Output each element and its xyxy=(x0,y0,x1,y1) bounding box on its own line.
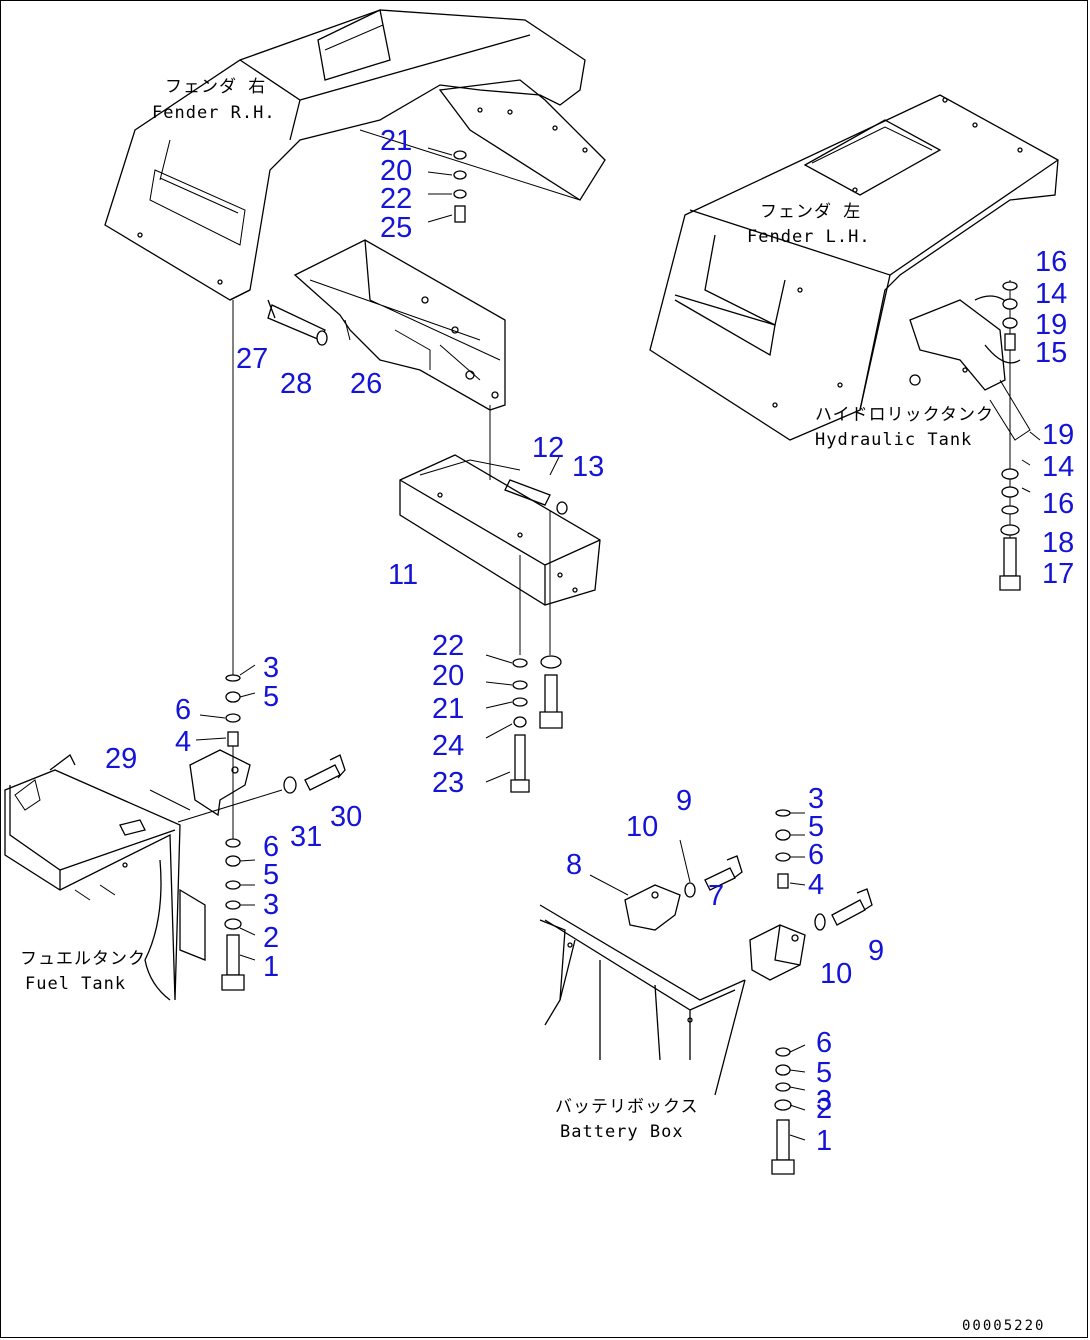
callout-6-battery-upper: 6 xyxy=(808,839,824,871)
callout-16-upper: 16 xyxy=(1035,246,1067,278)
callout-22-upper: 22 xyxy=(380,183,412,215)
callout-23: 23 xyxy=(432,767,464,799)
callout-3-battery-upper: 3 xyxy=(808,783,824,815)
callout-30: 30 xyxy=(330,801,362,833)
callout-3-fuel-upper: 3 xyxy=(263,652,279,684)
bracket-26 xyxy=(293,239,506,411)
callout-21-upper: 21 xyxy=(380,125,412,157)
fender-rh-label-en: Fender R.H. xyxy=(152,103,276,123)
callout-15: 15 xyxy=(1035,337,1067,369)
callout-9-lower: 9 xyxy=(868,935,884,967)
bracket-8-bolt-9 xyxy=(624,855,743,931)
callout-20-upper: 20 xyxy=(380,155,412,187)
callout-5-battery-upper: 5 xyxy=(808,811,824,843)
fender-lh-label-en: Fender L.H. xyxy=(747,227,871,247)
fastener-stack-hydraulic xyxy=(999,281,1041,591)
hydraulic-tank-label-jp: ハイドロリックタンク xyxy=(815,405,994,425)
callout-19-upper: 19 xyxy=(1035,309,1067,341)
callout-2-fuel: 2 xyxy=(263,922,279,954)
fastener-stack-fuel xyxy=(221,674,245,991)
callout-3-battery-lower: 3 xyxy=(816,1085,832,1117)
battery-box-label-jp: バッテリボックス xyxy=(555,1097,699,1117)
fender-lh-label-jp: フェンダ 左 xyxy=(760,202,861,222)
callout-18: 18 xyxy=(1042,527,1074,559)
callout-10-lower: 10 xyxy=(820,958,852,990)
fuel-tank-label-jp: フュエルタンク xyxy=(20,949,146,969)
callout-6-fuel-lower: 6 xyxy=(263,831,279,863)
callout-20-beam: 20 xyxy=(432,660,464,692)
callout-17: 17 xyxy=(1042,558,1074,590)
fuel-tank-assembly xyxy=(4,754,206,1001)
callout-19-lower: 19 xyxy=(1042,419,1074,451)
callout-12: 12 xyxy=(532,432,564,464)
fastener-stack-battery xyxy=(771,809,795,1175)
callout-2-battery: 2 xyxy=(816,1093,832,1125)
battery-box-label-en: Battery Box xyxy=(560,1122,684,1142)
callout-3-fuel-lower: 3 xyxy=(263,889,279,921)
callout-31: 31 xyxy=(290,821,322,853)
bolt-27-washer-28 xyxy=(232,299,328,675)
callout-10-upper: 10 xyxy=(626,811,658,843)
callout-5-fuel-upper: 5 xyxy=(263,681,279,713)
hydraulic-tank-label-en: Hydraulic Tank xyxy=(815,430,972,450)
callout-22-beam: 22 xyxy=(432,630,464,662)
callout-1-fuel: 1 xyxy=(263,951,279,983)
fender-lh-assembly xyxy=(649,94,1059,441)
callout-13: 13 xyxy=(572,451,604,483)
callout-14-lower: 14 xyxy=(1042,451,1074,483)
callout-25: 25 xyxy=(380,212,412,244)
callout-29: 29 xyxy=(105,743,137,775)
drawing-code: 00005220 xyxy=(962,1318,1045,1334)
callout-6-fuel-upper: 6 xyxy=(175,694,191,726)
pin-12-clip-13 xyxy=(504,479,568,655)
callout-24: 24 xyxy=(432,730,464,762)
callout-5-battery-lower: 5 xyxy=(816,1057,832,1089)
callout-14-upper: 14 xyxy=(1035,278,1067,310)
callout-26: 26 xyxy=(350,368,382,400)
fuel-tank-label-en: Fuel Tank xyxy=(25,974,126,994)
callout-1-battery: 1 xyxy=(816,1125,832,1157)
callout-5-fuel-lower: 5 xyxy=(263,859,279,891)
callout-4-battery: 4 xyxy=(808,869,824,901)
callout-6-battery-lower: 6 xyxy=(816,1027,832,1059)
callout-9-upper: 9 xyxy=(676,785,692,817)
callout-16-lower: 16 xyxy=(1042,488,1074,520)
fender-rh-label-jp: フェンダ 右 xyxy=(165,77,266,97)
fender-rh-assembly xyxy=(104,9,606,301)
callout-27: 27 xyxy=(236,343,268,375)
callout-21-beam: 21 xyxy=(432,693,464,725)
callout-4-fuel: 4 xyxy=(175,726,191,758)
fastener-stack-beam xyxy=(485,555,563,793)
callout-8: 8 xyxy=(566,849,582,881)
support-beam-11 xyxy=(399,405,601,606)
bracket-29-bolt-30 xyxy=(177,749,346,823)
callouts: 21 20 22 25 27 28 26 12 13 11 22 20 21 2… xyxy=(105,125,1074,1157)
battery-box-assembly xyxy=(539,904,746,1096)
callout-7: 7 xyxy=(708,880,724,912)
bracket-7-bolt-9 xyxy=(749,888,873,981)
leader-lines xyxy=(149,319,806,1141)
callout-28: 28 xyxy=(280,368,312,400)
fastener-stack-upper xyxy=(427,147,467,223)
callout-11: 11 xyxy=(388,559,418,591)
